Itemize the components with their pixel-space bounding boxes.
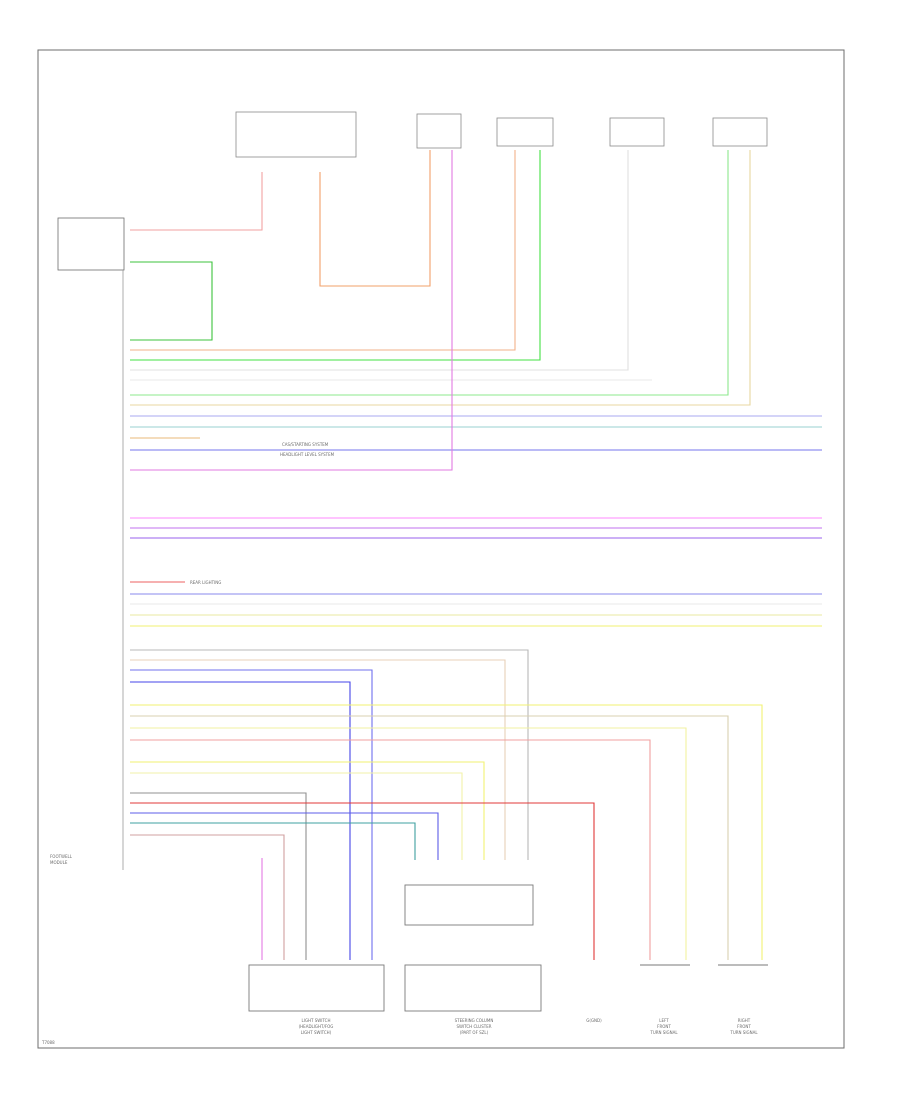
figure-code: T7088 xyxy=(41,1040,55,1045)
turn-lamp-right-label-3: TURN SIGNAL xyxy=(729,1030,758,1035)
wire-harness xyxy=(130,150,822,960)
footwell-module-label-2: MODULE xyxy=(50,860,68,865)
rear-note: REAR LIGHTING xyxy=(190,580,221,585)
turn-lamp-right-label-1: RIGHT xyxy=(738,1018,751,1023)
cas-note: CAS/STARTING SYSTEM xyxy=(282,442,329,447)
steering-column-label-1: STEERING COLUMN xyxy=(455,1018,494,1023)
bottom-component-boxes xyxy=(248,884,768,1012)
steering-column-label-2: SWITCH CLUSTER xyxy=(457,1024,492,1029)
light-switch-label-3: LIGHT SWITCH) xyxy=(301,1030,332,1035)
light-switch-label-1: LIGHT SWITCH xyxy=(302,1018,331,1023)
steering-column-label-3: (PART OF SZL) xyxy=(460,1030,489,1035)
light-switch-label-2: (HEADLIGHT/FOG xyxy=(299,1024,334,1029)
hl-note: HEADLIGHT LEVEL SYSTEM xyxy=(280,452,335,457)
ground-label: G(GND) xyxy=(586,1018,602,1023)
diagram-frame xyxy=(37,49,845,1049)
turn-lamp-left-label-1: LEFT xyxy=(659,1018,669,1023)
footwell-module-label-1: FOOTWELL xyxy=(50,854,73,859)
turn-lamp-left-label-2: FRONT xyxy=(657,1024,671,1029)
turn-lamp-right-label-2: FRONT xyxy=(737,1024,751,1029)
turn-lamp-left-label-3: TURN SIGNAL xyxy=(649,1030,678,1035)
top-component-boxes xyxy=(57,111,768,271)
